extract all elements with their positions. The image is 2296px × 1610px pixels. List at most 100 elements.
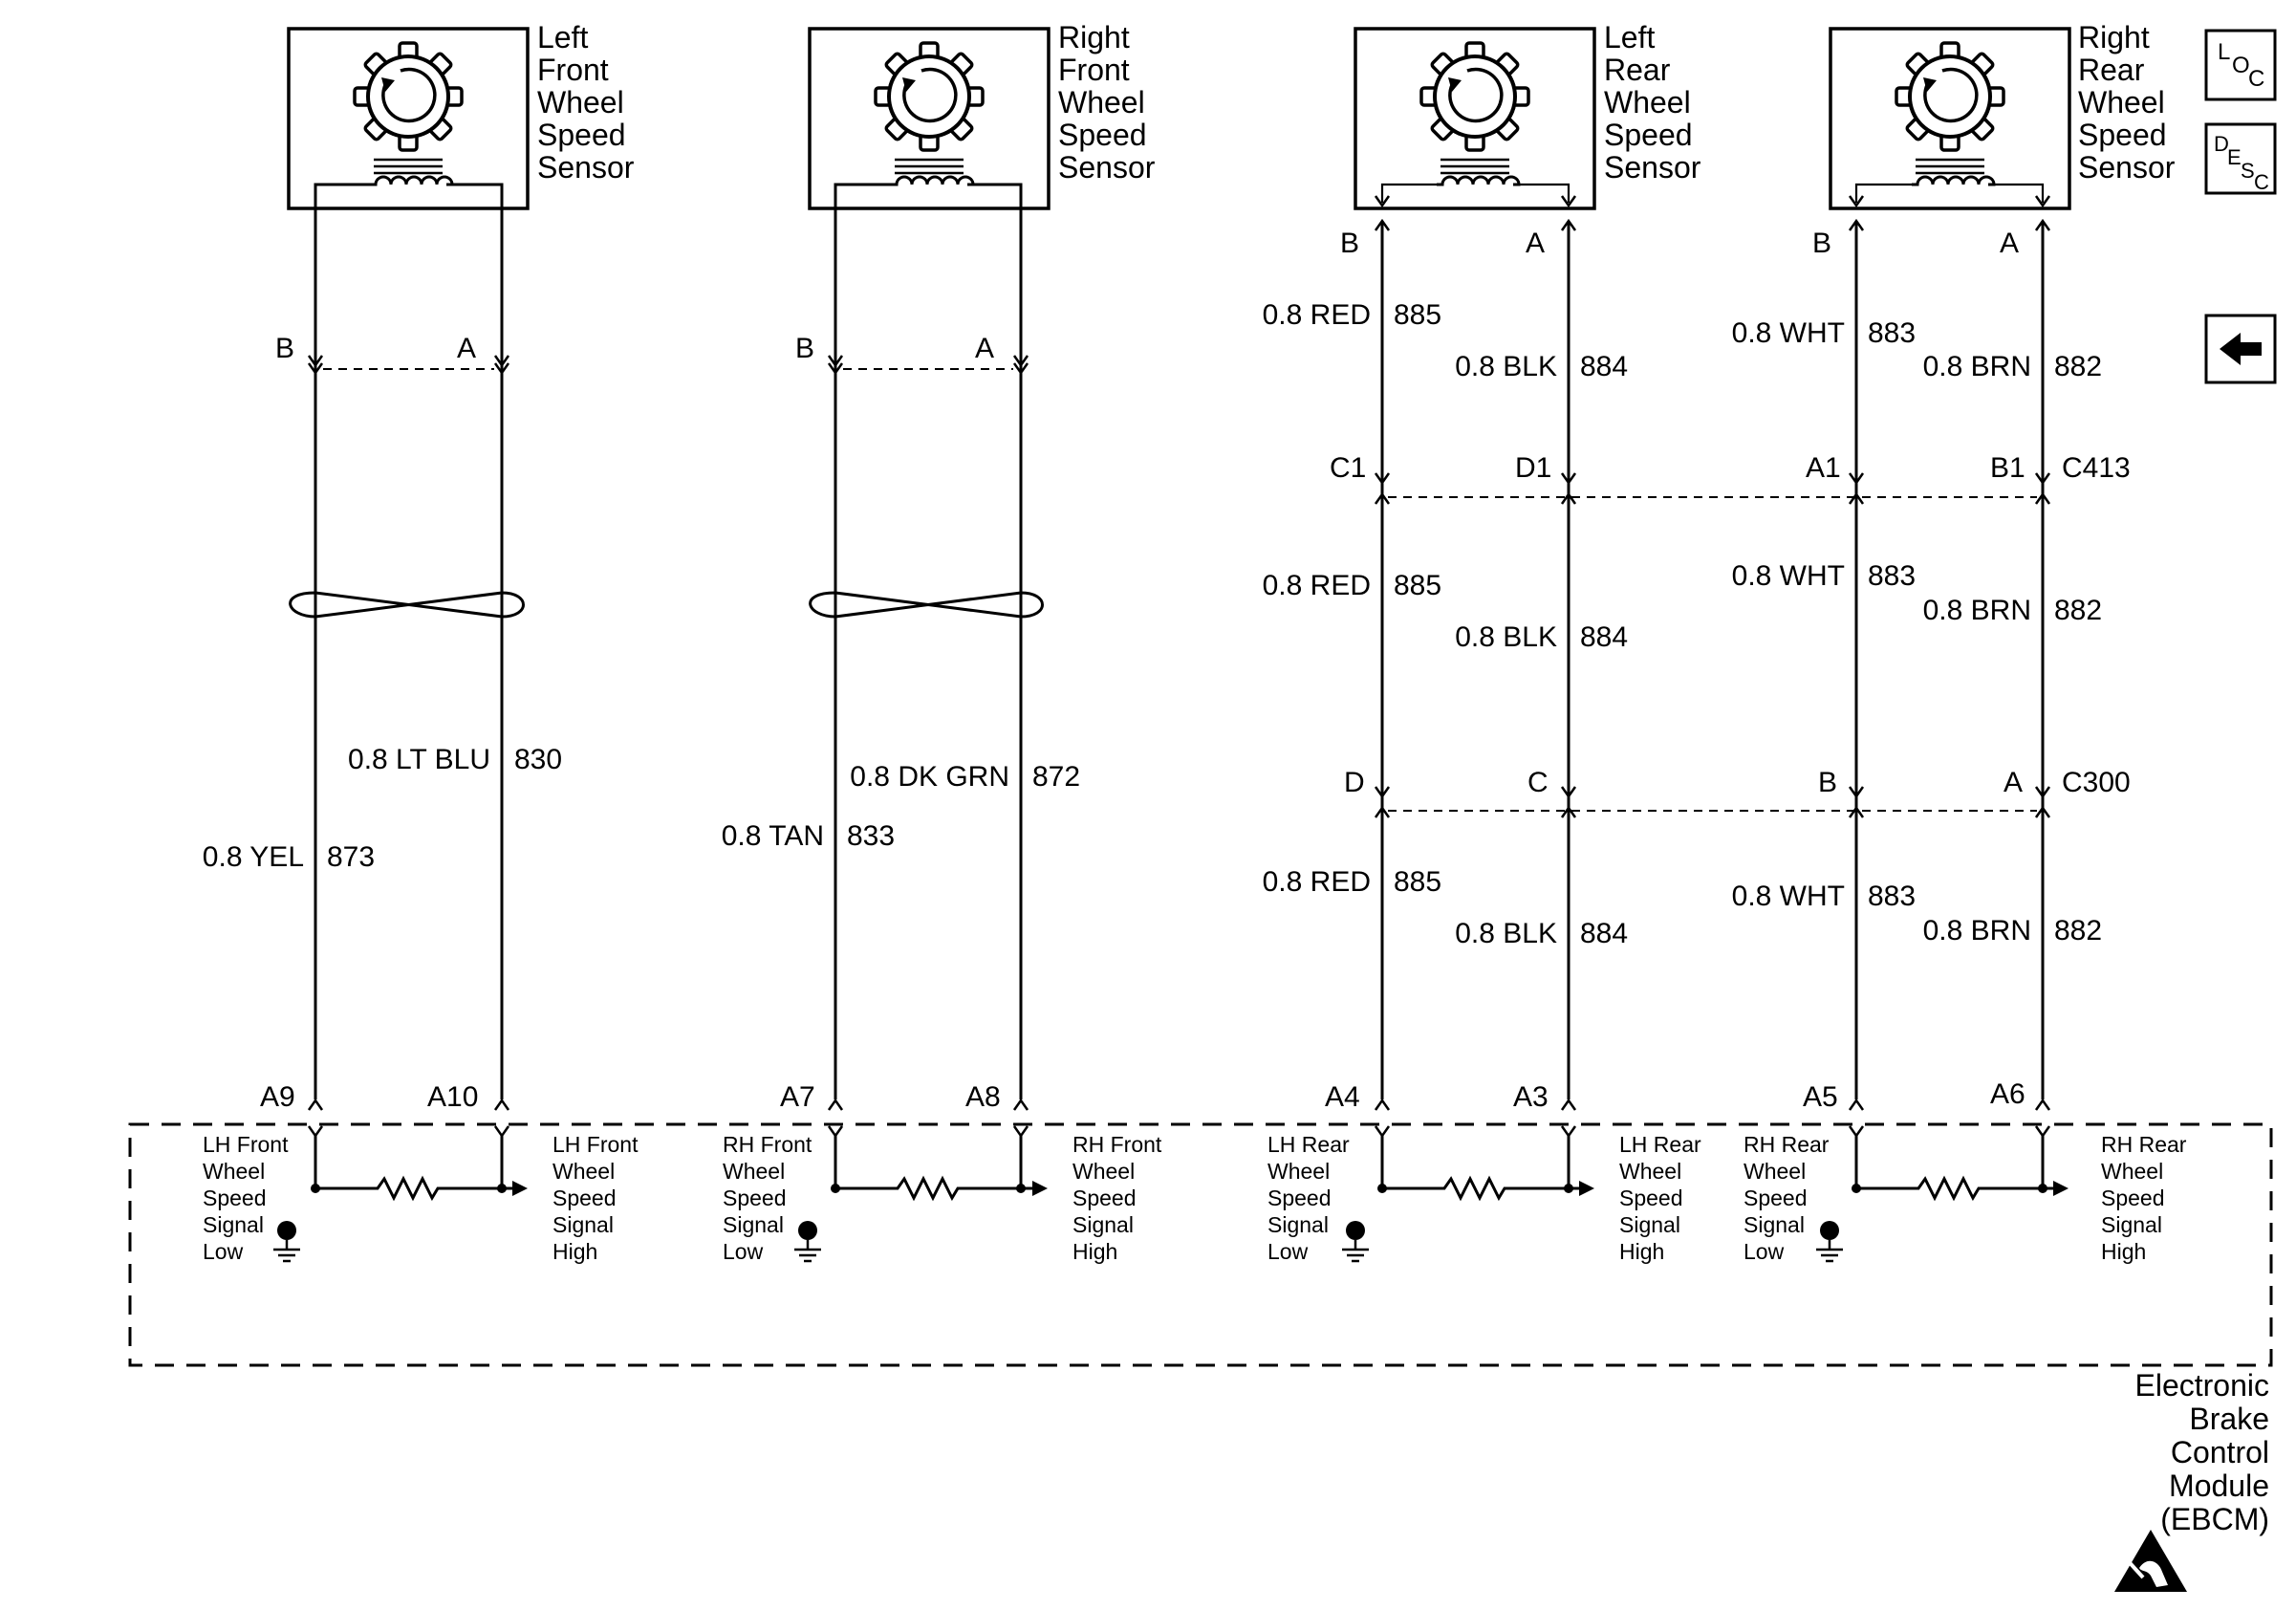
lr-sensor-label-1: Left [1604, 20, 1655, 54]
rf-high-label-1: RH Front [1072, 1132, 1162, 1157]
wire-color-885-c: 0.8 RED [1263, 866, 1371, 898]
left-rear-wheel-speed-sensor: Left Rear Wheel Speed Sensor B A [1340, 20, 1701, 1099]
lf-low-label-5: Low [203, 1239, 244, 1264]
ebcm-a5-terminal [1848, 1099, 1865, 1112]
right-rear-wheel-speed-sensor: Right Rear Wheel Speed Sensor B A [1812, 20, 2176, 1099]
wire-color-830: 0.8 LT BLU [348, 744, 490, 775]
lf-pin-a: A [457, 333, 476, 364]
rr-sensor-label-1: Right [2078, 20, 2150, 54]
rr-ground-icon [1814, 1219, 1845, 1263]
rf-low-label-4: Signal [723, 1212, 784, 1237]
module-name-1: Electronic [2135, 1368, 2270, 1403]
rr-internal-circuit [1814, 1124, 2069, 1263]
c300-pin-d: D [1344, 767, 1365, 798]
ebcm-pin-a10: A10 [427, 1081, 478, 1113]
wire-labels: 0.8 YEL 873 0.8 LT BLU 830 0.8 TAN 833 0… [203, 299, 2102, 949]
lf-low-signal-label: LH Front Wheel Speed Signal Low [203, 1132, 289, 1264]
lf-low-label-1: LH Front [203, 1132, 289, 1157]
rr-sensor-label-2: Rear [2078, 53, 2145, 87]
wire-circuit-883-a: 883 [1868, 317, 1916, 349]
lf-low-label-3: Speed [203, 1186, 267, 1210]
rf-pin-a: A [975, 333, 994, 364]
wire-circuit-885-b: 885 [1394, 570, 1441, 601]
lr-low-label-4: Signal [1267, 1212, 1329, 1237]
ebcm-module-name: Electronic Brake Control Module (EBCM) [2135, 1368, 2270, 1536]
lr-high-label-2: Wheel [1619, 1159, 1681, 1184]
ebcm-pin-a7: A7 [780, 1081, 815, 1113]
lf-high-label-5: High [552, 1239, 597, 1264]
rf-high-label-4: Signal [1072, 1212, 1134, 1237]
lf-sensor-label-4: Speed [537, 118, 626, 152]
side-navigation: L O C D E S C [2204, 29, 2277, 384]
rf-low-signal-label: RH Front Wheel Speed Signal Low [723, 1132, 812, 1264]
lr-high-label-5: High [1619, 1239, 1664, 1264]
wire-circuit-873: 873 [327, 841, 375, 873]
esd-sensitive-icon [2114, 1530, 2187, 1592]
lr-low-label-5: Low [1267, 1239, 1309, 1264]
rr-output-arrow-icon [2053, 1181, 2069, 1196]
rf-sensor-label-3: Wheel [1058, 85, 1145, 120]
ebcm-a3-terminal [1560, 1099, 1577, 1112]
loc-icon[interactable] [2204, 29, 2277, 101]
lf-low-label-4: Signal [203, 1212, 264, 1237]
ebcm-a10-terminal [493, 1099, 510, 1112]
lf-output-arrow-icon [512, 1181, 528, 1196]
lf-tone-wheel-icon [353, 41, 464, 152]
rr-sensor-label-4: Speed [2078, 118, 2167, 152]
ebcm-pin-a3: A3 [1513, 1081, 1549, 1113]
ebcm-a4-terminal [1374, 1099, 1391, 1112]
lr-high-label-1: LH Rear [1619, 1132, 1701, 1157]
rr-low-label-3: Speed [1744, 1186, 1808, 1210]
rr-resistor-icon [1854, 1177, 2044, 1200]
wire-circuit-830: 830 [514, 744, 562, 775]
ebcm-pin-a5: A5 [1803, 1081, 1838, 1113]
lf-ground-icon [271, 1219, 302, 1263]
lr-sensor-label-4: Speed [1604, 118, 1693, 152]
wire-color-885-a: 0.8 RED [1263, 299, 1371, 331]
rf-pin-b: B [795, 333, 814, 364]
wire-circuit-872: 872 [1032, 761, 1080, 793]
left-front-wheel-speed-sensor: Left Front Wheel Speed Sensor B A [275, 20, 635, 1099]
rf-high-label-3: Speed [1072, 1186, 1137, 1210]
wire-circuit-884-b: 884 [1580, 621, 1628, 653]
rf-resistor-icon [834, 1177, 1023, 1200]
lr-tone-wheel-icon [1419, 41, 1530, 152]
rf-high-label-5: High [1072, 1239, 1117, 1264]
lr-high-signal-label: LH Rear Wheel Speed Signal High [1619, 1132, 1701, 1264]
wire-color-883-a: 0.8 WHT [1732, 317, 1845, 349]
ebcm-a9-terminal [307, 1099, 324, 1112]
module-name-4: Module [2169, 1469, 2269, 1503]
loc-letter-3: C [2248, 66, 2264, 92]
lr-sensor-label-3: Wheel [1604, 85, 1691, 120]
wire-color-873: 0.8 YEL [203, 841, 304, 873]
back-button[interactable] [2204, 314, 2277, 384]
description-button[interactable]: D E S C [2204, 122, 2277, 195]
wire-color-882-b: 0.8 BRN [1923, 595, 2031, 626]
ebcm-module: A9 A10 A7 A8 A4 A3 A5 A6 [128, 1078, 2273, 1592]
wire-circuit-882-b: 882 [2054, 595, 2102, 626]
lf-resistor-icon [314, 1177, 503, 1200]
lr-sensor-label-5: Sensor [1604, 150, 1701, 185]
lf-sensor-label-1: Left [537, 20, 588, 54]
desc-letter-2: E [2227, 145, 2242, 169]
ebcm-module-boundary [128, 1122, 2273, 1367]
rf-low-label-2: Wheel [723, 1159, 785, 1184]
desc-icon[interactable] [2204, 122, 2277, 195]
rr-pin-b: B [1812, 228, 1831, 259]
lr-high-label-4: Signal [1619, 1212, 1680, 1237]
lf-low-label-2: Wheel [203, 1159, 265, 1184]
ebcm-a8-terminal [1012, 1099, 1029, 1112]
wire-circuit-885-a: 885 [1394, 299, 1441, 331]
rf-sensor-label-5: Sensor [1058, 150, 1156, 185]
wire-color-833: 0.8 TAN [722, 820, 824, 852]
rf-sensor-label-1: Right [1058, 20, 1130, 54]
ebcm-a7-terminal [827, 1099, 844, 1112]
lf-sensor-label-2: Front [537, 53, 609, 87]
rf-low-label-1: RH Front [723, 1132, 812, 1157]
c300-pin-a: A [2004, 767, 2023, 798]
lr-ground-icon [1340, 1219, 1371, 1263]
lr-low-label-1: LH Rear [1267, 1132, 1350, 1157]
c413-pin-d1: D1 [1515, 452, 1551, 484]
wire-circuit-882-c: 882 [2054, 915, 2102, 946]
location-button[interactable]: L O C [2204, 29, 2277, 101]
